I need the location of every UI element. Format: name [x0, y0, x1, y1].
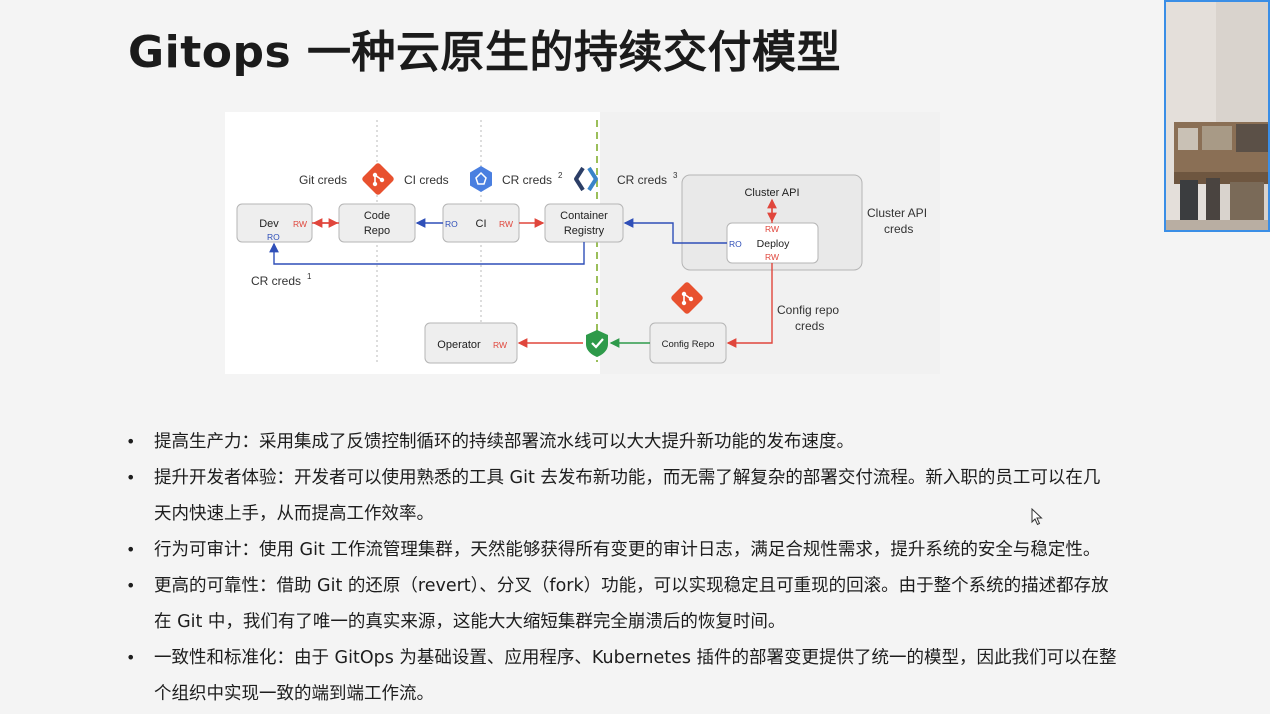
- bullet-line: 个组织中实现一致的端到端工作流。: [154, 684, 434, 704]
- mouse-cursor-icon: [1031, 508, 1043, 526]
- registry-label-1: Container: [560, 210, 608, 222]
- ci-box: RO CI RW: [442, 203, 520, 243]
- label-cr-creds-3: CR creds: [617, 173, 667, 187]
- list-item: • 更高的可靠性：借助 Git 的还原（revert）、分叉（fork）功能，可…: [124, 568, 1264, 640]
- bullet-line: 提高生产力：采用集成了反馈控制循环的持续部署流水线可以大大提升新功能的发布速度。: [154, 432, 854, 452]
- label-cr-creds-3-sup: 3: [673, 171, 678, 180]
- bullet-line: 在 Git 中，我们有了唯一的真实来源，这能大大缩短集群完全崩溃后的恢复时间。: [154, 612, 786, 632]
- operator-box: Operator RW: [424, 322, 518, 364]
- deploy-label: Deploy: [757, 238, 790, 250]
- config-repo-box: Config Repo: [649, 322, 727, 364]
- code-repo-label-1: Code: [364, 210, 390, 222]
- list-item: • 提升开发者体验：开发者可以使用熟悉的工具 Git 去发布新功能，而无需了解复…: [124, 460, 1264, 532]
- arrow-deploy-configrepo: [726, 263, 773, 348]
- arrow-registry-dev: [269, 242, 585, 265]
- ci-rw-tag: RW: [499, 219, 513, 229]
- deploy-box: RO Deploy RW RW: [726, 222, 819, 264]
- operator-label: Operator: [437, 339, 481, 351]
- ci-ro-tag: RO: [445, 219, 458, 229]
- arrow-deploy-registry: [623, 218, 727, 244]
- label-cr-creds-1-sup: 1: [307, 272, 312, 281]
- bullet-dot: •: [126, 432, 136, 451]
- cloud-build-icon: [470, 166, 492, 192]
- container-registry-box: Container Registry: [544, 203, 624, 243]
- benefit-list: • 提高生产力：采用集成了反馈控制循环的持续部署流水线可以大大提升新功能的发布速…: [124, 424, 1264, 712]
- label-ci-creds: CI creds: [404, 173, 449, 187]
- bullet-line: 提升开发者体验：开发者可以使用熟悉的工具 Git 去发布新功能，而无需了解复杂的…: [154, 468, 1101, 488]
- shield-check-icon: [586, 330, 608, 357]
- config-repo-label: Config Repo: [662, 339, 715, 350]
- code-repo-box: Code Repo: [338, 203, 416, 243]
- bullet-line: 更高的可靠性：借助 Git 的还原（revert）、分叉（fork）功能，可以实…: [154, 576, 1109, 596]
- registry-chevron-icon: [574, 166, 598, 192]
- bullet-line: 天内快速上手，从而提高工作效率。: [154, 504, 434, 524]
- deploy-rw-top-tag: RW: [765, 224, 779, 234]
- bullet-dot: •: [126, 648, 136, 667]
- label-cr-creds-2-sup: 2: [558, 171, 563, 180]
- dev-label: Dev: [259, 218, 279, 230]
- label-cluster-api-creds-1: Cluster API: [867, 206, 927, 220]
- bullet-dot: •: [126, 576, 136, 595]
- gitops-diagram: Git creds CI creds CR creds 2 CR creds 3: [225, 112, 940, 374]
- dev-ro-tag: RO: [267, 232, 280, 242]
- webcam-video: [1164, 0, 1270, 232]
- dev-box: Dev RW RO: [236, 203, 313, 243]
- deploy-ro-tag: RO: [729, 239, 742, 249]
- code-repo-label-2: Repo: [364, 225, 390, 237]
- registry-label-2: Registry: [564, 225, 605, 237]
- cluster-api-label: Cluster API: [744, 187, 799, 199]
- label-cluster-api-creds-2: creds: [884, 222, 913, 236]
- git-logo-icon-bottom: [671, 282, 703, 314]
- list-item: • 行为可审计：使用 Git 工作流管理集群，天然能够获得所有变更的审计日志，满…: [124, 532, 1264, 568]
- ci-label: CI: [476, 218, 487, 230]
- list-item: • 一致性和标准化：由于 GitOps 为基础设置、应用程序、Kubernete…: [124, 640, 1264, 712]
- deploy-rw-bottom-tag: RW: [765, 252, 779, 262]
- label-config-repo-creds-2: creds: [795, 319, 824, 333]
- label-git-creds: Git creds: [299, 173, 347, 187]
- label-cr-creds-2: CR creds: [502, 173, 552, 187]
- list-item: • 提高生产力：采用集成了反馈控制循环的持续部署流水线可以大大提升新功能的发布速…: [124, 424, 1264, 460]
- bullet-dot: •: [126, 468, 136, 487]
- label-cr-creds-1: CR creds: [251, 274, 301, 288]
- label-config-repo-creds-1: Config repo: [777, 303, 839, 317]
- dev-rw-tag: RW: [293, 219, 307, 229]
- git-logo-icon: [362, 163, 394, 195]
- bullet-line: 一致性和标准化：由于 GitOps 为基础设置、应用程序、Kubernetes …: [154, 648, 1117, 668]
- operator-rw-tag: RW: [493, 340, 507, 350]
- bullet-line: 行为可审计：使用 Git 工作流管理集群，天然能够获得所有变更的审计日志，满足合…: [154, 540, 1101, 560]
- slide-title: Gitops 一种云原生的持续交付模型: [128, 27, 841, 78]
- bullet-dot: •: [126, 540, 136, 559]
